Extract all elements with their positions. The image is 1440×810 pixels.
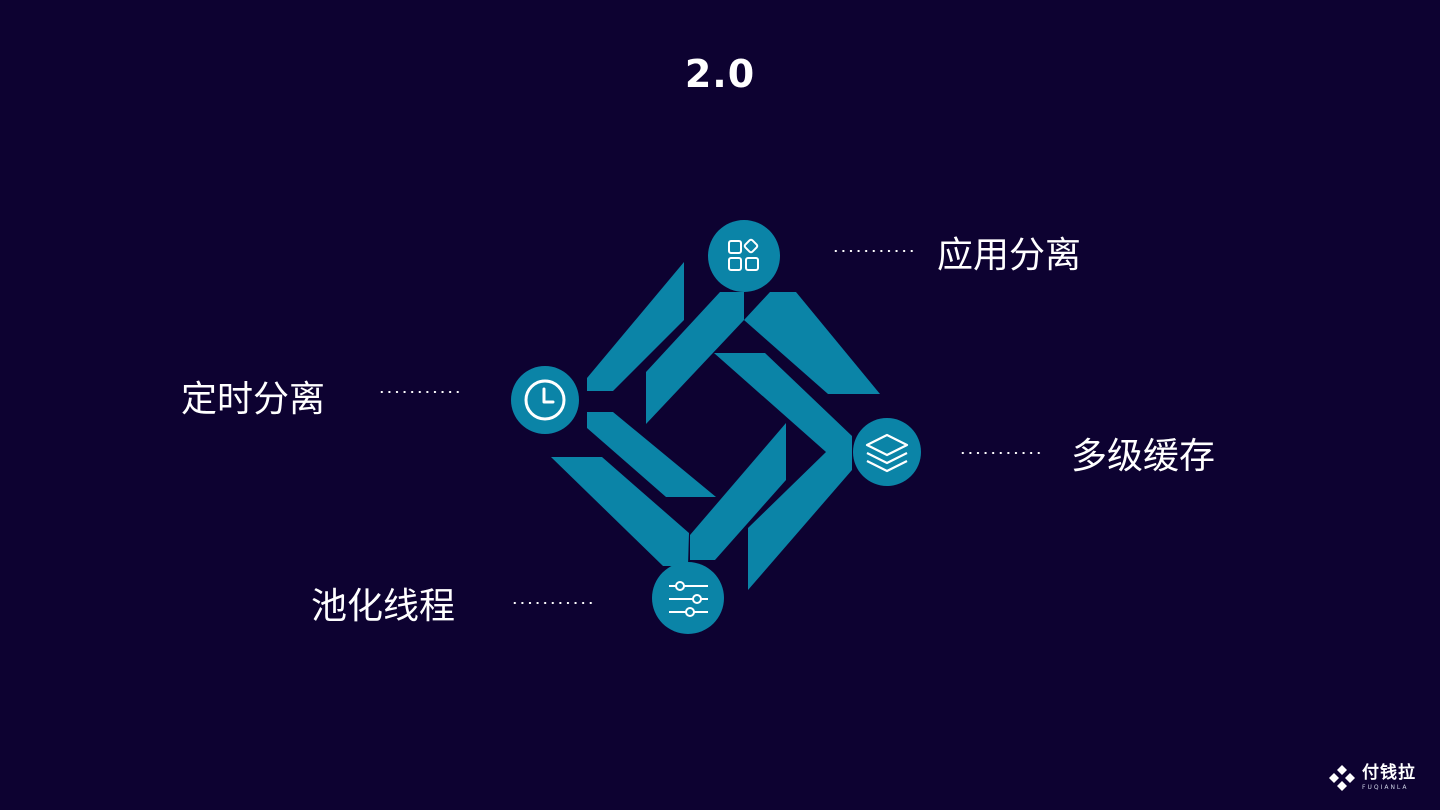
frame-stroke-lower-right bbox=[748, 452, 852, 590]
node-left bbox=[511, 366, 579, 434]
frame-stroke-bottom bbox=[690, 423, 786, 560]
connector-dots-top bbox=[832, 250, 916, 252]
frame-stroke-top bbox=[646, 292, 744, 424]
node-top bbox=[708, 220, 780, 292]
frame-stroke-right bbox=[714, 353, 852, 452]
sliders-icon bbox=[669, 581, 708, 617]
label-timed-separation: 定时分离 bbox=[181, 379, 326, 420]
connector-dots-left bbox=[378, 391, 462, 393]
label-thread-pooling: 池化线程 bbox=[311, 586, 456, 627]
label-multilevel-cache: 多级缓存 bbox=[1071, 436, 1216, 477]
frame-stroke-upper-left bbox=[587, 262, 684, 391]
brand-mark-icon bbox=[1329, 765, 1355, 791]
frame-stroke-lower-left bbox=[551, 457, 689, 566]
slide-title: 2.0 bbox=[684, 52, 756, 96]
brand-subtitle: FUQIANLA bbox=[1362, 784, 1409, 791]
frame-stroke-upper-right bbox=[744, 292, 880, 394]
brand-logo: 付钱拉 FUQIANLA bbox=[1328, 764, 1416, 792]
apps-grid-icon bbox=[728, 238, 759, 271]
brand-name: 付钱拉 bbox=[1362, 763, 1416, 783]
connector-dots-bottom bbox=[511, 602, 595, 604]
connector-dots-right bbox=[959, 452, 1043, 454]
node-right bbox=[853, 418, 921, 486]
layers-icon bbox=[865, 433, 909, 473]
clock-icon bbox=[524, 379, 566, 421]
frame-stroke-left bbox=[587, 412, 716, 497]
node-bottom bbox=[652, 562, 724, 634]
label-app-separation: 应用分离 bbox=[937, 235, 1082, 276]
diamond-frame bbox=[551, 262, 880, 590]
